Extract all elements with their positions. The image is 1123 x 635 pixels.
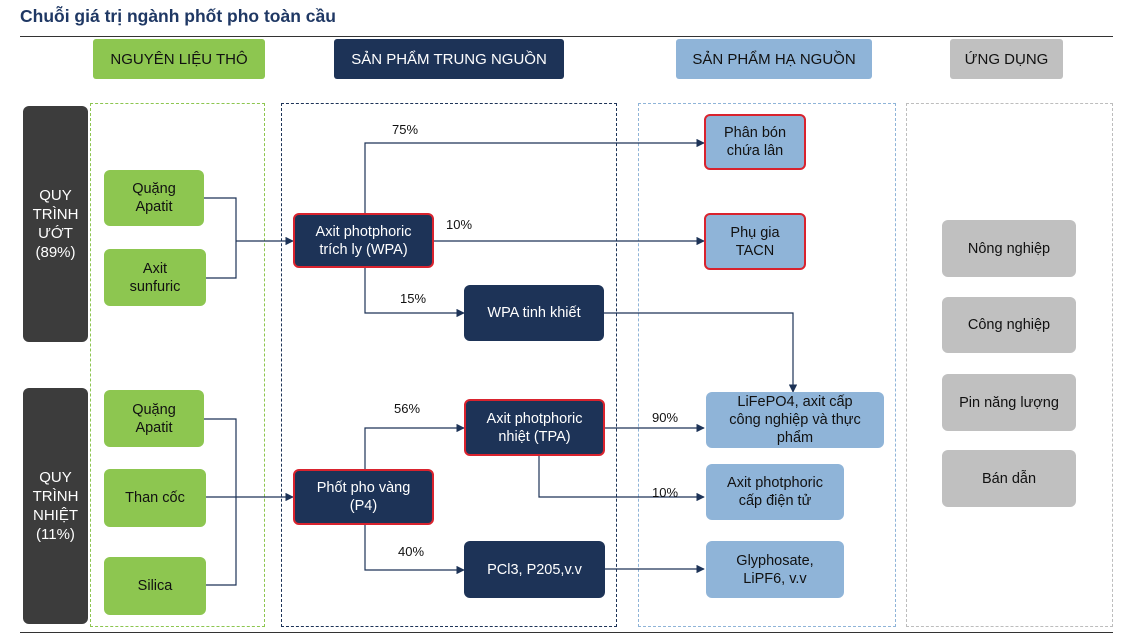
raw-materials-group [90, 103, 265, 627]
header-raw-materials: NGUYÊN LIỆU THÔ [93, 39, 265, 79]
pct-feed: 10% [446, 217, 473, 232]
bottom-rule [20, 632, 1113, 633]
header-downstream: SẢN PHẨM HẠ NGUỒN [676, 39, 872, 79]
electronic-acid-box: Axit photphoric cấp điện tử [706, 464, 844, 520]
app-industry: Công nghiệp [942, 297, 1076, 353]
wet-apatite-box: Quặng Apatit [104, 170, 204, 226]
glyphosate-box: Glyphosate, LiPF6, v.v [706, 541, 844, 598]
top-rule [20, 36, 1113, 37]
midstream-group [281, 103, 617, 627]
thermal-apatite-box: Quặng Apatit [104, 390, 204, 447]
feed-additive-box: Phụ gia TACN [704, 213, 806, 270]
sulfuric-acid-box: Axit sunfuric [104, 249, 206, 306]
pct-pure-wpa: 15% [400, 291, 427, 306]
page-title: Chuỗi giá trị ngành phốt pho toàn cầu [20, 6, 336, 26]
app-semiconductor: Bán dẫn [942, 450, 1076, 507]
pct-pcl3: 40% [398, 544, 425, 559]
yellow-phosphorus-box: Phốt pho vàng (P4) [293, 469, 434, 525]
pcl3-box: PCl3, P205,v.v [464, 541, 605, 598]
fertilizer-box: Phân bón chứa lân [704, 114, 806, 170]
header-midstream: SẢN PHẨM TRUNG NGUỒN [334, 39, 564, 79]
lifepo4-box: LiFePO4, axit cấp công nghiệp và thực ph… [706, 392, 884, 448]
pct-fertilizer: 75% [392, 122, 419, 137]
pct-electronic: 10% [652, 485, 679, 500]
header-applications: ỨNG DỤNG [950, 39, 1063, 79]
app-battery: Pin năng lượng [942, 374, 1076, 431]
pct-lifepo4: 90% [652, 410, 679, 425]
coke-box: Than cốc [104, 469, 206, 527]
wpa-box: Axit photphoric trích ly (WPA) [293, 213, 434, 268]
app-agriculture: Nông nghiệp [942, 220, 1076, 277]
pure-wpa-box: WPA tinh khiết [464, 285, 604, 341]
thermal-process-label: QUY TRÌNH NHIỆT (11%) [23, 388, 88, 624]
applications-group [906, 103, 1113, 627]
silica-box: Silica [104, 557, 206, 615]
tpa-box: Axit photphoric nhiệt (TPA) [464, 399, 605, 456]
pct-tpa: 56% [394, 401, 421, 416]
wet-process-label: QUY TRÌNH ƯỚT (89%) [23, 106, 88, 342]
downstream-group [638, 103, 896, 627]
